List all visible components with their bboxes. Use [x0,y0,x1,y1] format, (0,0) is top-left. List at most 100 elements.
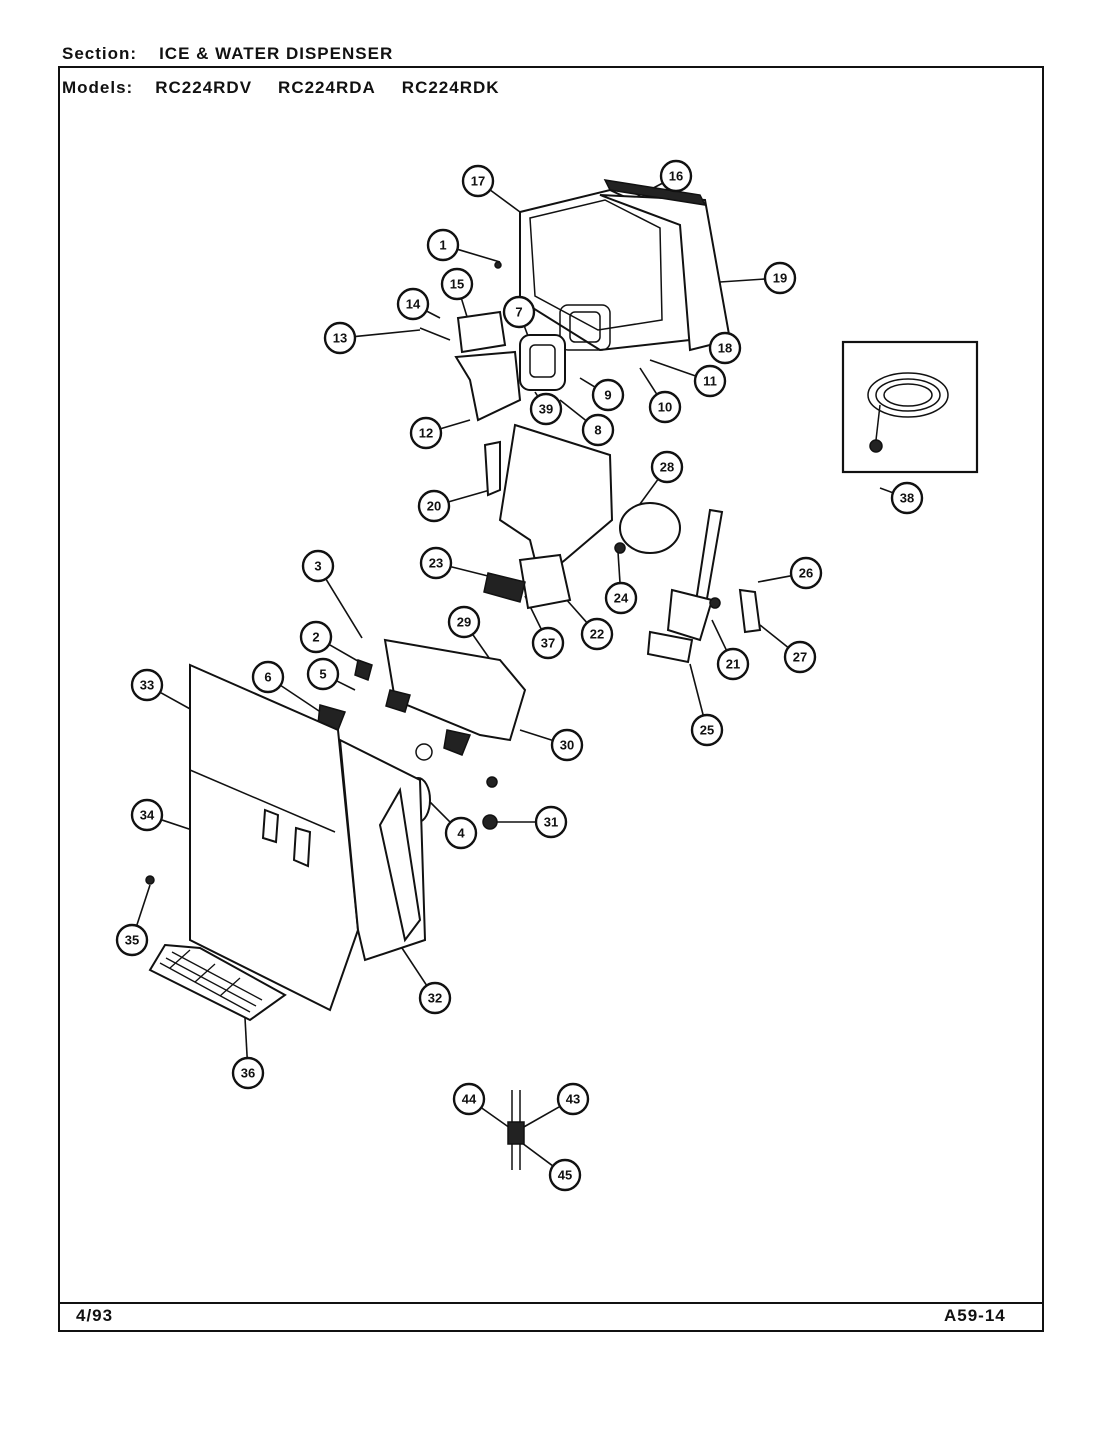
callout-leader-line [161,819,193,831]
callout-circle [650,450,684,484]
callout-circle [231,1056,265,1090]
callout-leader-line [617,551,621,583]
callout-number: 35 [125,933,139,948]
callout-circle [783,640,817,674]
callout-circle [418,981,452,1015]
water-tube-coupling-illustration [507,1090,525,1170]
callout-leader-line [449,489,491,503]
callout-number: 22 [590,627,604,642]
section-title: ICE & WATER DISPENSER [159,44,394,63]
callout-number: 5 [319,667,326,682]
callout-number: 11 [703,374,717,389]
part-callout-33: 33 [130,668,164,702]
model-number: RC224RDK [401,78,500,97]
callout-number: 9 [604,388,611,403]
callout-circle [604,581,638,615]
callout-number: 30 [560,738,574,753]
callout-number: 29 [457,615,471,630]
callout-leader-line [711,619,727,650]
callout-leader-line [427,799,451,823]
part-callout-23: 23 [419,546,453,580]
callout-leader-line [458,248,501,263]
callout-circle [417,489,451,523]
callout-number: 33 [140,678,154,693]
callout-circle [419,546,453,580]
part-callout-3: 3 [301,549,335,583]
part-callout-44: 44 [452,1082,486,1116]
callout-number: 25 [700,723,714,738]
callout-number: 23 [429,556,443,571]
part-callout-22: 22 [580,617,614,651]
callout-leader-line [757,575,791,583]
callout-circle [648,390,682,424]
callout-number: 10 [658,400,672,415]
part-callout-11: 11 [693,364,727,398]
callout-circle [716,647,750,681]
callout-leader-line [325,579,363,639]
callout-leader-line [451,566,489,577]
callout-circle [591,378,625,412]
callout-leader-line [639,367,658,394]
part-callout-6: 6 [251,660,285,694]
part-callout-17: 17 [461,164,495,198]
callout-circle [531,626,565,660]
wire-harness-inset [841,340,979,474]
callout-circle [396,287,430,321]
part-callout-14: 14 [396,287,430,321]
callout-number: 21 [726,657,740,672]
callout-leader-line [336,680,356,691]
callout-number: 17 [471,174,485,189]
callout-leader-line [244,1017,248,1058]
callout-number: 26 [799,566,813,581]
callout-number: 12 [419,426,433,441]
part-callout-5: 5 [306,657,340,691]
callout-number: 44 [462,1092,477,1107]
callout-number: 27 [793,650,807,665]
callout-circle [556,1082,590,1116]
part-callout-27: 27 [783,640,817,674]
callout-number: 43 [566,1092,580,1107]
callout-number: 15 [450,277,464,292]
callout-leader-line [879,487,893,494]
model-number: RC224RDV [155,78,253,97]
callout-circle [447,605,481,639]
callout-circle [426,228,460,262]
part-callout-7: 7 [502,295,536,329]
callout-circle [548,1158,582,1192]
callout-circle [130,798,164,832]
part-callout-32: 32 [418,981,452,1015]
callout-leader-line [719,278,765,283]
part-callout-31: 31 [534,805,568,839]
callout-number: 31 [544,815,558,830]
revision-date: 4/93 [76,1306,114,1325]
callout-leader-line [649,359,696,377]
callout-leader-line [441,419,471,430]
callout-leader-line [534,391,538,397]
callout-number: 3 [314,559,321,574]
drawing-frame [58,66,1044,1332]
section-label: Section: [62,44,138,63]
callout-number: 8 [594,423,601,438]
part-callout-25: 25 [690,713,724,747]
part-callout-20: 20 [417,489,451,523]
part-callout-2: 2 [299,620,333,654]
callout-circle [693,364,727,398]
part-callout-24: 24 [604,581,638,615]
callout-circle [502,295,536,329]
callout-leader-line [426,310,441,319]
callout-leader-line [639,479,659,505]
callout-leader-line [136,884,151,926]
callout-circle [708,331,742,365]
callout-number: 6 [264,670,271,685]
part-callout-1: 1 [426,228,460,262]
callout-circle [534,805,568,839]
callout-number: 37 [541,636,555,651]
callout-number: 20 [427,499,441,514]
callout-circle [580,617,614,651]
callout-leader-line [355,329,421,338]
part-callout-8: 8 [581,413,615,447]
dispenser-lever-illustration [646,508,762,664]
ice-chute-housing-illustration [519,179,732,352]
